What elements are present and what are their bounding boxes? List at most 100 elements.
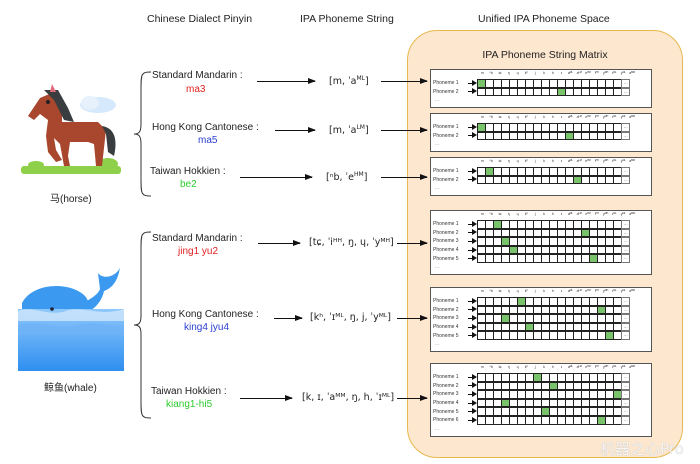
row-arrow-icon xyxy=(468,255,478,263)
matrix-column-label: kʰ xyxy=(524,289,528,293)
header-ipa-string: IPA Phoneme String xyxy=(300,13,394,25)
arrow xyxy=(240,174,313,180)
matrix-cell-ellipsis: ... xyxy=(621,322,631,332)
matrix-row: Phoneme 4... xyxy=(433,398,631,408)
row-arrow-icon xyxy=(468,167,478,175)
matrix-column-label: yᴹᴸ xyxy=(620,289,626,293)
matrix-column-label: m xyxy=(480,212,484,216)
matrix-column-label: ŋ xyxy=(507,289,510,293)
matrix-cell-ellipsis: ... xyxy=(621,167,631,176)
matrix-column-label: aᴸᴹ xyxy=(576,115,582,119)
matrix-column-label: aᴹᴹ xyxy=(629,71,635,75)
row-arrow-icon xyxy=(468,246,478,254)
row-arrow-icon xyxy=(468,220,478,228)
arrow xyxy=(258,240,301,246)
arrow xyxy=(240,395,293,401)
matrix-column-label: ŋ xyxy=(507,115,510,119)
matrix-column-label: yᴹᴴ xyxy=(602,212,609,216)
matrix-more-rows: ... xyxy=(435,97,440,104)
matrix-column-label: ⁿb xyxy=(489,115,493,119)
matrix-cell-ellipsis: ... xyxy=(621,79,631,88)
matrix-title: IPA Phoneme String Matrix xyxy=(482,49,608,61)
arrow xyxy=(397,315,428,321)
phoneme-row-label: Phoneme 5 xyxy=(433,332,459,339)
ipa-base: [ⁿb, ˈe xyxy=(326,172,355,184)
matrix-column-label: aᴹᴹ xyxy=(629,212,635,216)
matrix-column-label: tɕ xyxy=(498,71,502,75)
phoneme-row-label: Phoneme 2 xyxy=(433,306,459,313)
matrix-column-label: yᴹᴴ xyxy=(602,71,609,75)
matrix-column-label: k xyxy=(543,71,545,75)
matrix-row: Phoneme 2... xyxy=(433,228,631,238)
matrix-column-label: iᴴᴴ xyxy=(594,212,599,216)
matrix-column-label: k xyxy=(543,289,545,293)
matrix-row: Phoneme 2... xyxy=(433,175,631,185)
pinyin-text: jing1 yu2 xyxy=(178,246,219,257)
pinyin-text: ma3 xyxy=(186,84,206,95)
matrix-column-label: aᴹᴹ xyxy=(629,159,635,163)
row-arrow-icon xyxy=(468,332,478,340)
matrix-column-label: h xyxy=(551,115,554,119)
matrix-cell-ellipsis: ... xyxy=(621,245,631,255)
matrix-column-label: eᴴᴹ xyxy=(585,71,591,75)
matrix-cell-ellipsis: ... xyxy=(621,398,631,408)
word-caption-horse: 马(horse) xyxy=(50,194,92,205)
ipa-base: [m, ˈa xyxy=(329,125,357,137)
matrix-column-label: j xyxy=(534,212,536,216)
matrix-more-rows: ... xyxy=(435,264,440,270)
row-arrow-icon xyxy=(468,88,478,96)
matrix-column-label: kʰ xyxy=(524,71,528,75)
matrix-column-label: ɪ xyxy=(560,115,563,119)
matrix-column-label: yᴹᴸ xyxy=(620,159,626,163)
phoneme-row-label: Phoneme 4 xyxy=(433,247,459,254)
arrow xyxy=(274,315,303,321)
phoneme-row-label: Phoneme 2 xyxy=(433,132,459,139)
matrix-column-label: ŋ xyxy=(507,365,510,369)
whale-icon xyxy=(18,265,124,371)
matrix-column-label: ɪ xyxy=(560,71,563,75)
matrix-column-label: ⁿb xyxy=(489,71,493,75)
matrix-column-label: aᴹᴸ xyxy=(567,365,573,369)
phoneme-row-label: Phoneme 2 xyxy=(433,88,459,95)
matrix-cell-ellipsis: ... xyxy=(621,87,631,97)
matrix-column-label: m xyxy=(480,159,484,163)
row-arrow-icon xyxy=(468,408,478,416)
matrix-column-label: tɕ xyxy=(498,365,502,369)
matrix-column-label: eᴴᴹ xyxy=(585,159,591,163)
matrix-column-label: yᴹᴸ xyxy=(620,365,626,369)
matrix-row: Phoneme 5... xyxy=(433,254,631,263)
matrix-row: Phoneme 2... xyxy=(433,131,631,141)
matrix-column-label: yᴹᴴ xyxy=(602,289,609,293)
matrix-column-label: j xyxy=(534,365,536,369)
phoneme-row-label: Phoneme 2 xyxy=(433,229,459,236)
matrix-column-label: eᴴᴹ xyxy=(585,115,591,119)
phoneme-row-label: Phoneme 4 xyxy=(433,324,459,331)
matrix-more-rows: ... xyxy=(435,341,440,347)
ipa-string: [k, ɪ, ˈaᴹᴹ, ŋ, h, ˈɪᴹᴸ] xyxy=(302,392,395,403)
matrix-row: Phoneme 1... xyxy=(433,297,631,306)
matrix-column-label: kʰ xyxy=(524,365,528,369)
matrix-column-label: aᴹᴸ xyxy=(567,212,573,216)
arrow xyxy=(381,78,428,84)
matrix-column-label: ɪᴹᴸ xyxy=(612,289,617,293)
matrix-column-label: yᴹᴴ xyxy=(602,159,609,163)
matrix-column-label: m xyxy=(480,115,484,119)
ipa-string: [kʰ, ˈɪᴹᴸ, ŋ, j, ˈyᴹᴸ] xyxy=(310,312,391,323)
matrix-column-label: aᴹᴹ xyxy=(629,289,635,293)
phoneme-row-label: Phoneme 1 xyxy=(433,298,459,305)
matrix-cell-ellipsis: ... xyxy=(621,407,631,416)
matrix-column-label: yᴹᴸ xyxy=(620,115,626,119)
matrix-column-label: eᴴᴹ xyxy=(585,365,591,369)
matrix-column-label: ɥ xyxy=(516,115,519,119)
matrix-column-label: iᴴᴴ xyxy=(594,289,599,293)
matrix-cell-ellipsis: ... xyxy=(621,237,631,246)
matrix-more-rows: ... xyxy=(435,185,440,192)
word-caption-whale: 鲸鱼(whale) xyxy=(44,383,97,394)
row-arrow-icon xyxy=(468,382,478,390)
matrix-cell-ellipsis: ... xyxy=(621,228,631,238)
